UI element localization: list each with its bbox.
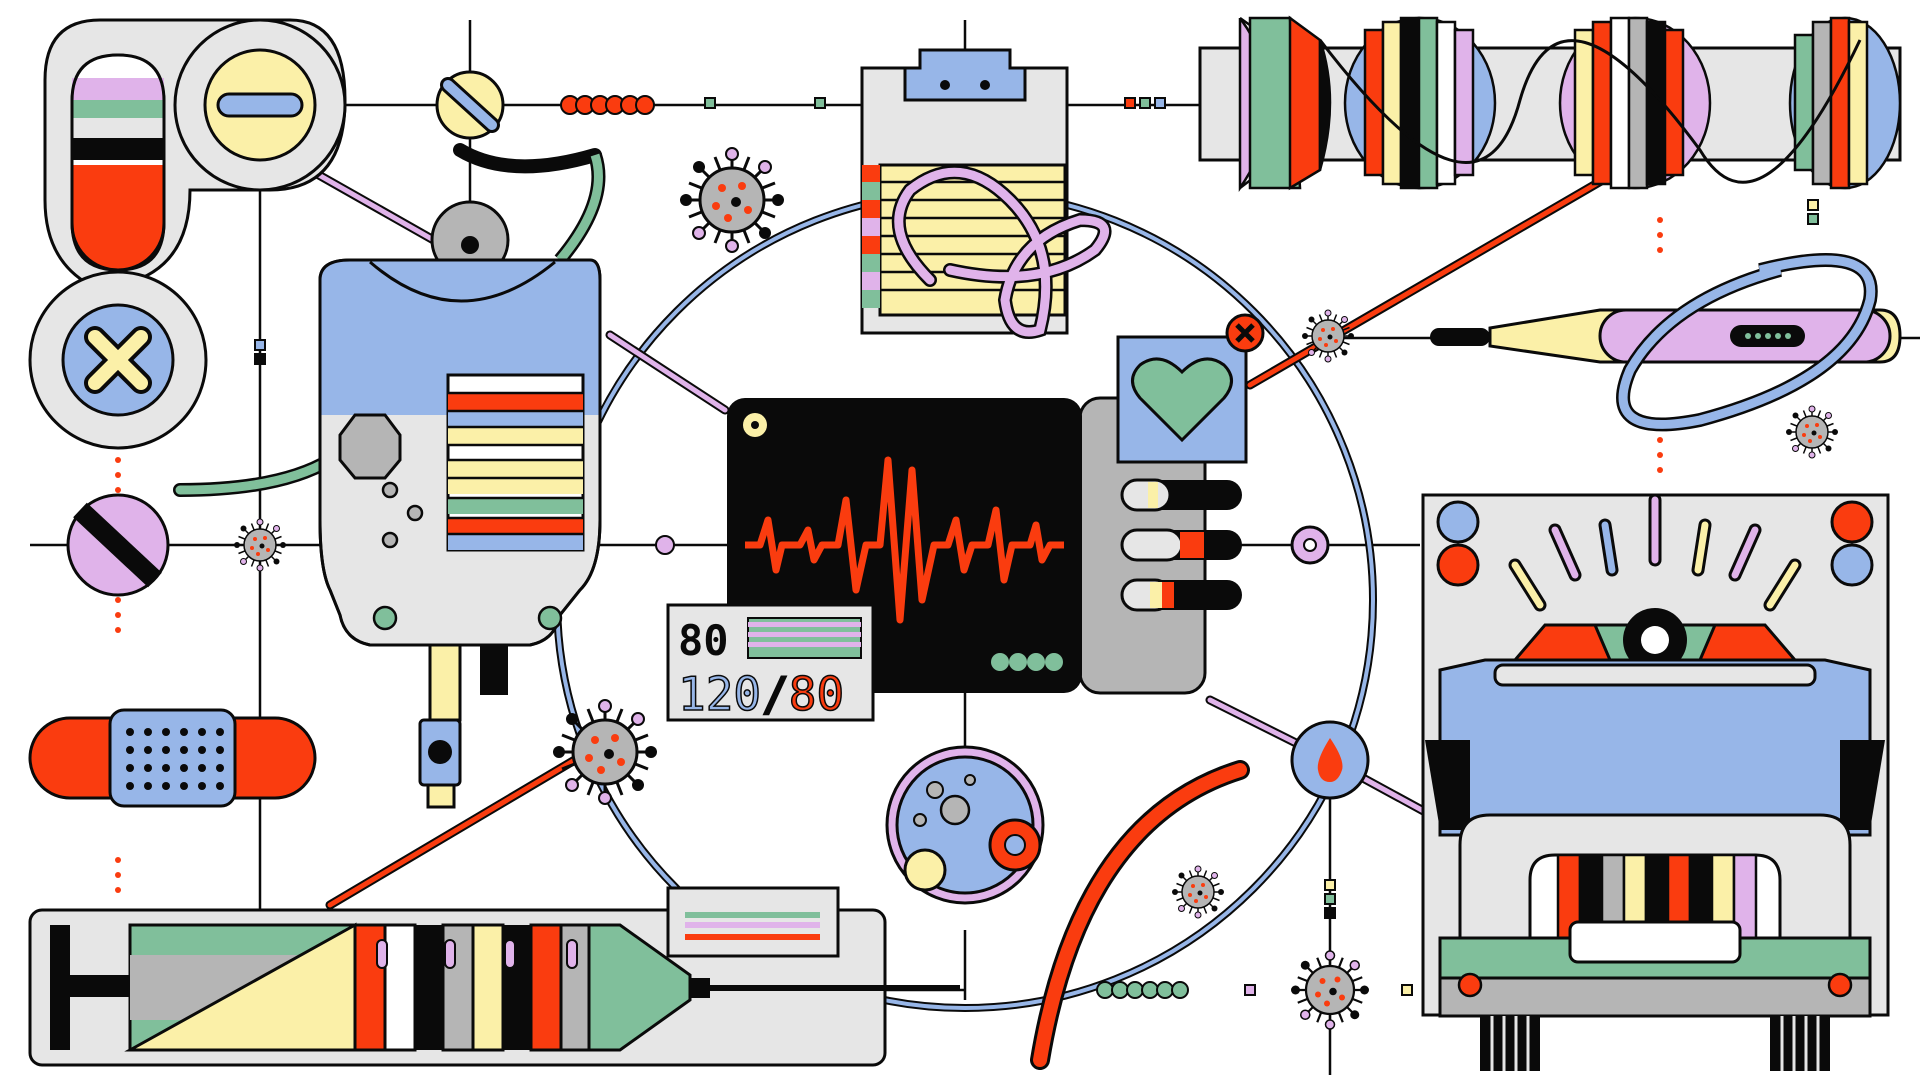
- petri-dish-icon: [885, 745, 1045, 905]
- bp-diastolic: 80: [789, 667, 844, 721]
- dotted-chains: [115, 217, 1663, 893]
- arc-tube: [1030, 760, 1250, 1070]
- pulse-value: 80: [678, 616, 729, 665]
- bead-chain: [560, 95, 655, 115]
- bandage-icon: [28, 708, 317, 808]
- clipboard-icon: [860, 48, 1112, 339]
- svg-text:120/80: 120/80: [678, 667, 844, 721]
- vitals-card: 80 120/80: [666, 603, 875, 722]
- virus-icon: [551, 698, 659, 806]
- ambulance-icon: [1421, 493, 1890, 1071]
- connector-squares: [254, 97, 1819, 996]
- cross-icon: [61, 303, 175, 417]
- close-icon: [1225, 313, 1265, 353]
- green-bead-chain: [1096, 981, 1189, 999]
- capsule-icon: [70, 53, 166, 272]
- virus-icon: [1171, 865, 1225, 919]
- bp-separator: /: [761, 667, 789, 721]
- round-pill-icon: [66, 493, 170, 597]
- virus-icon: [233, 518, 287, 572]
- dna-icon: [1198, 15, 1902, 193]
- virus-icon: [1785, 405, 1839, 459]
- heart-icon: [1131, 357, 1233, 443]
- bp-systolic: 120: [678, 667, 761, 721]
- thermometer-icon: [1430, 253, 1902, 432]
- virus-icon: [678, 146, 786, 254]
- virus-icon: [1301, 309, 1355, 363]
- ring-node: [655, 525, 1330, 565]
- iv-bag-icon: [173, 143, 606, 809]
- screw-pill-icon: [435, 70, 505, 140]
- pill-icon: [203, 48, 317, 162]
- label-box: [666, 886, 840, 958]
- blood-drop-icon: [1290, 720, 1370, 800]
- cardiogram-icon: [745, 456, 1064, 624]
- virus-icon: [1289, 949, 1371, 1031]
- heart-card: [1116, 313, 1265, 464]
